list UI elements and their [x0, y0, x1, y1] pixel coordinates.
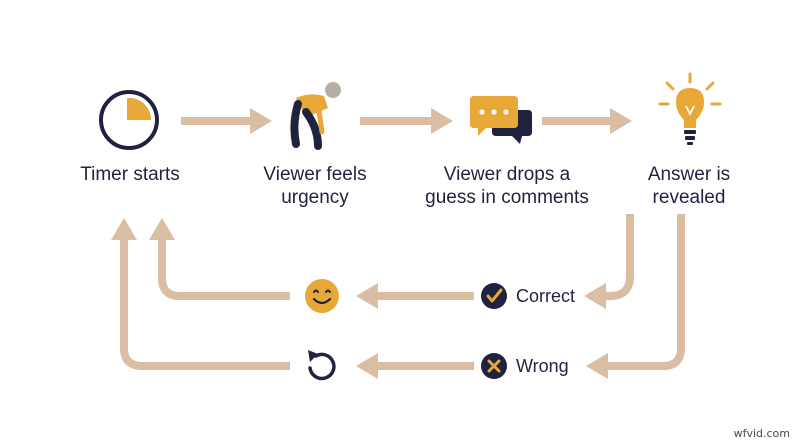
arrow-wrong-to-retry: [356, 353, 474, 379]
step-comment-label: Viewer drops a guess in comments: [412, 163, 602, 209]
step-answer-line1: Answer is: [647, 164, 731, 185]
arrow-step1-to-step2: [181, 108, 272, 134]
step-viewer-line2: urgency: [281, 187, 349, 208]
step-viewer-line1: Viewer feels: [263, 164, 367, 185]
watermark: wfvid.com: [733, 427, 790, 440]
correct-label: Correct: [516, 286, 576, 306]
arrow-answer-to-wrong: [586, 214, 685, 379]
step-timer-label: Timer starts: [62, 163, 198, 186]
step-comment-line2: guess in comments: [425, 187, 589, 208]
arrow-correct-to-smiley: [356, 283, 474, 309]
arrow-step2-to-step3: [360, 108, 453, 134]
step-timer-line1: Timer starts: [80, 164, 180, 185]
wrong-label: Wrong: [516, 356, 569, 376]
arrow-step3-to-step4: [542, 108, 632, 134]
retry-icon: [308, 350, 336, 381]
arrow-retry-to-timer: [111, 218, 290, 370]
step-comment-line1: Viewer drops a: [443, 164, 571, 185]
arrow-smiley-to-timer: [149, 218, 290, 300]
chat-bubbles-icon: [470, 96, 532, 144]
step-viewer-label: Viewer feels urgency: [240, 163, 390, 209]
smiley-icon: [305, 279, 339, 313]
viewer-icon: [290, 82, 341, 150]
timer-icon: [99, 90, 159, 150]
step-answer-label: Answer is revealed: [614, 163, 764, 209]
arrow-answer-to-correct: [584, 214, 634, 309]
x-icon: [481, 353, 507, 379]
checkmark-icon: [481, 283, 507, 309]
lightbulb-icon: [658, 72, 722, 145]
step-answer-line2: revealed: [652, 187, 726, 208]
